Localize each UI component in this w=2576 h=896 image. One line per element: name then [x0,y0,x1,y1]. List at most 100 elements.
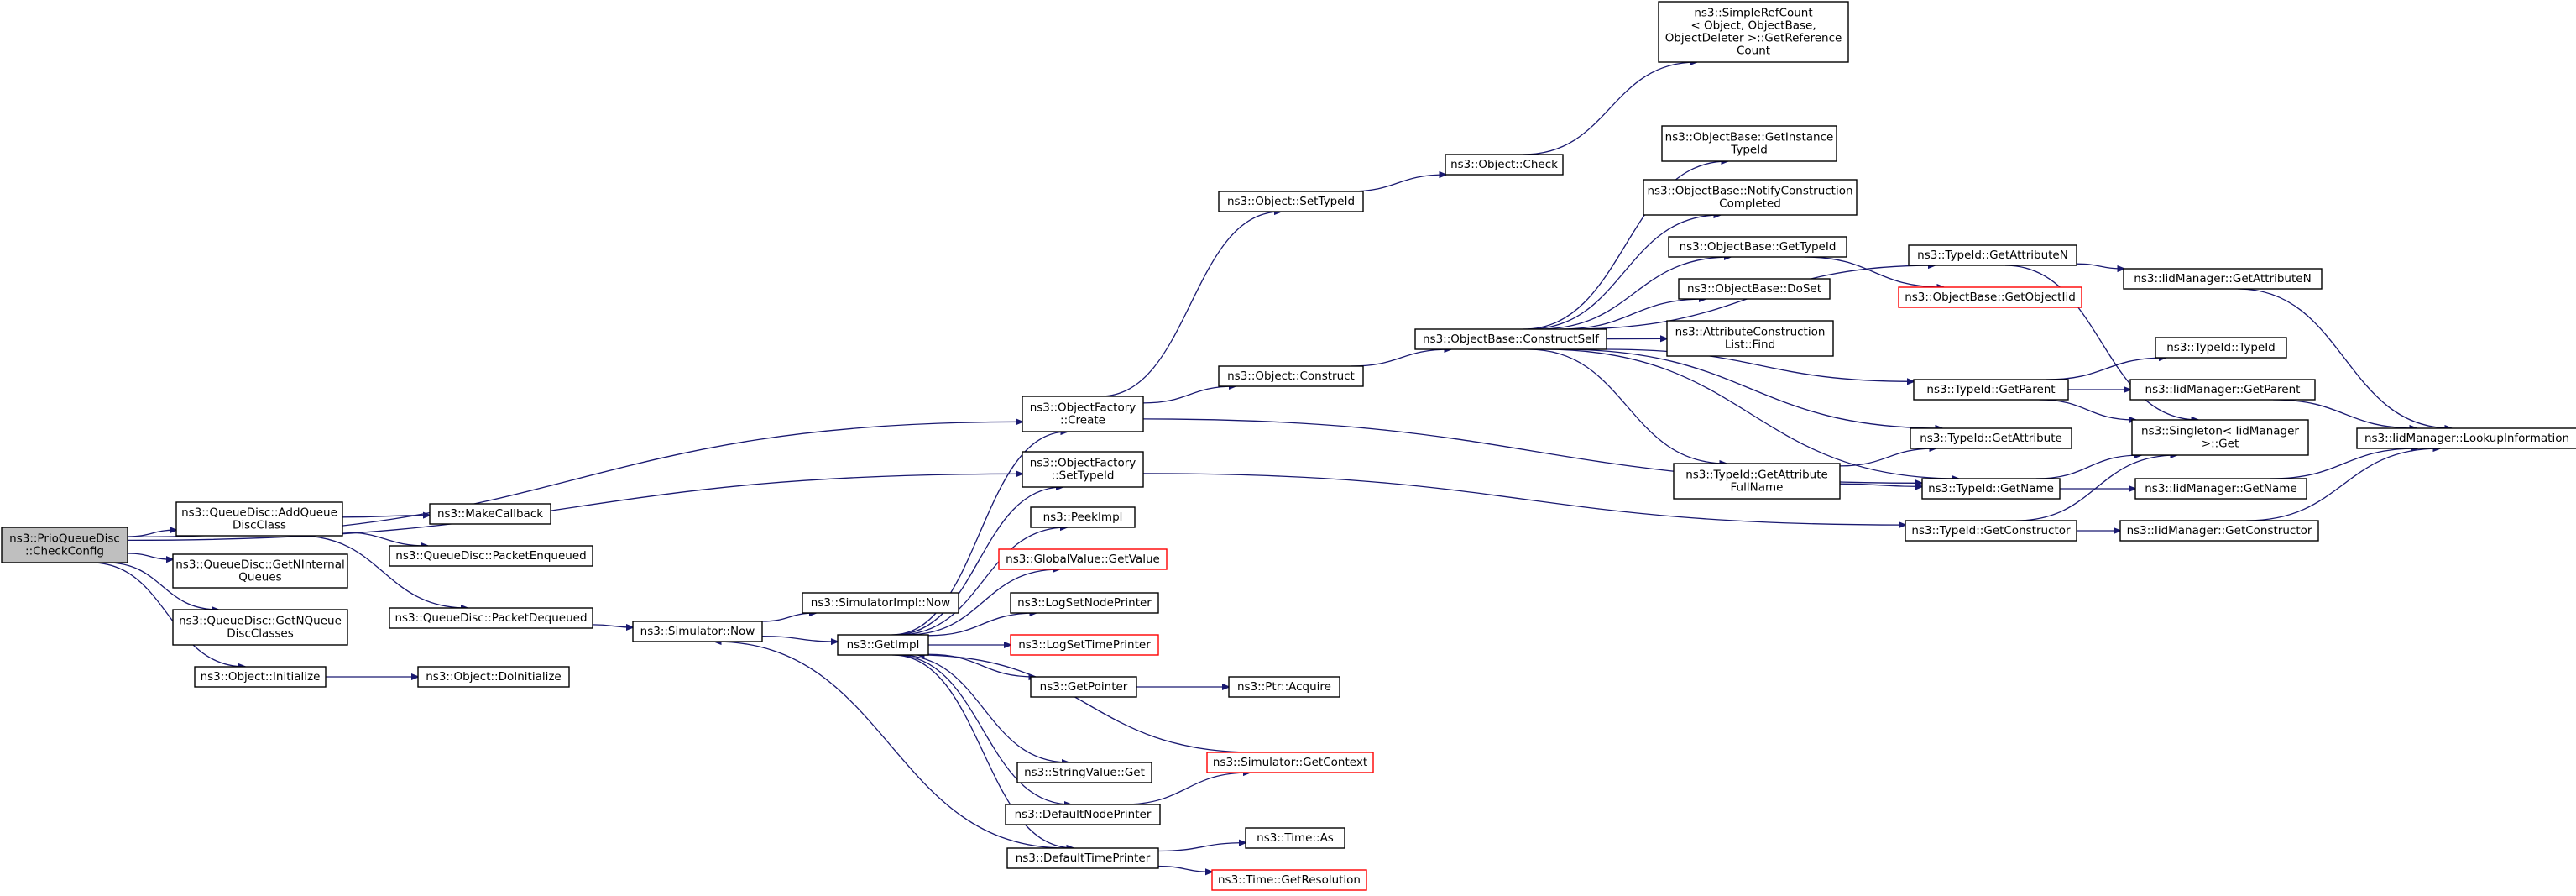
node-defaultNodePrinter[interactable]: ns3::DefaultNodePrinter [1005,804,1161,825]
node-constructSelf[interactable]: ns3::ObjectBase::ConstructSelf [1414,328,1607,350]
node-timeAs[interactable]: ns3::Time::As [1245,827,1345,849]
node-label: >::Get [2202,438,2239,451]
node-objectSetTypeId[interactable]: ns3::Object::SetTypeId [1218,191,1364,212]
node-box [1010,592,1159,614]
node-box [2131,419,2309,456]
node-label: ns3::Object::DoInitialize [426,670,562,684]
node-label: ns3::QueueDisc::GetNInternal [175,558,345,572]
node-typeIdGetAttributeN[interactable]: ns3::TypeId::GetAttributeN [1908,244,2077,266]
edge-constructSelf-to-getAttributeFullName [1528,348,1727,464]
node-label: ns3::Singleton< IidManager [2141,425,2299,438]
node-label: ns3::IidManager::GetConstructor [2127,524,2312,537]
node-ptrAcquire[interactable]: ns3::Ptr::Acquire [1228,676,1340,698]
node-label: TypeId [1730,144,1768,157]
node-typeIdTypeId[interactable]: ns3::TypeId::TypeId [2155,337,2287,359]
node-packetEnqueued[interactable]: ns3::QueueDisc::PacketEnqueued [389,545,593,567]
node-label: ns3::TypeId::TypeId [2166,341,2276,354]
node-typeIdGetConstructor[interactable]: ns3::TypeId::GetConstructor [1905,520,2077,542]
node-iidGetParent[interactable]: ns3::IidManager::GetParent [2129,379,2316,401]
node-label: ns3::LogSetTimePrinter [1018,638,1151,652]
node-box [1673,463,1841,500]
node-objectBaseDoSet[interactable]: ns3::ObjectBase::DoSet [1678,278,1831,300]
node-typeIdGetName[interactable]: ns3::TypeId::GetName [1921,478,2061,500]
node-box [1921,478,2061,500]
node-label: ns3::ObjectFactory [1030,401,1136,415]
node-defaultTimePrinter[interactable]: ns3::DefaultTimePrinter [1006,847,1159,869]
node-label: ns3::QueueDisc::AddQueue [181,506,337,520]
node-iidGetConstructor[interactable]: ns3::IidManager::GetConstructor [2119,520,2319,542]
edge-getImpl-to-stringValueGet [898,654,1069,762]
node-box [1668,236,1847,258]
node-box [1245,827,1345,849]
node-label: < Object, ObjectBase, [1690,19,1816,33]
node-timeGetResolution[interactable]: ns3::Time::GetResolution [1211,869,1367,891]
node-singletonGet[interactable]: ns3::Singleton< IidManager >::Get [2131,419,2309,456]
node-box [1022,451,1144,488]
node-label: ns3::IidManager::GetParent [2145,383,2301,396]
node-label: List::Find [1725,338,1775,352]
edge-constructSelf-to-typeIdGetName [1543,348,1959,479]
node-label: ns3::Ptr::Acquire [1237,680,1331,694]
node-getObjectIid[interactable]: ns3::ObjectBase::GetObjectIid [1898,286,2082,308]
node-simulatorImplNow[interactable]: ns3::SimulatorImpl::Now [802,592,959,614]
node-box [1022,396,1144,432]
edge-typeIdGetParent-to-typeIdTypeId [2046,358,2166,380]
node-label: ns3::QueueDisc::GetNQueue [179,615,342,628]
node-makeCallback[interactable]: ns3::MakeCallback [429,503,551,525]
node-box [632,621,763,642]
node-typeIdGetAttribute[interactable]: ns3::TypeId::GetAttribute [1910,427,2072,449]
edge-getAttributeFullName-to-typeIdGetName [1839,484,1922,486]
node-label: Completed [1719,197,1781,211]
node-simulatorGetContext[interactable]: ns3::Simulator::GetContext [1206,752,1374,773]
node-box [2134,478,2307,500]
node-getPointer[interactable]: ns3::GetPointer [1030,676,1137,698]
node-label: ns3::GetImpl [847,638,920,652]
node-box [172,609,348,646]
edge-objectSetTypeId-to-objectCheck [1349,175,1445,192]
node-root[interactable]: ns3::PrioQueueDisc::CheckConfig [1,527,128,563]
edge-addQueueDiscClass-to-packetDequeued [298,535,468,608]
node-label: ns3::Object::SetTypeId [1227,195,1355,208]
edge-typeIdGetAttributeN-to-singletonGet [2004,265,2198,420]
node-objectConstruct[interactable]: ns3::Object::Construct [1218,365,1364,387]
edge-simulatorNow-to-simulatorImplNow [761,613,816,622]
node-packetDequeued[interactable]: ns3::QueueDisc::PacketDequeued [389,607,593,629]
node-label: ns3::ObjectBase::GetInstance [1665,131,1834,144]
node-getImpl[interactable]: ns3::GetImpl [837,634,929,656]
node-label: ObjectDeleter >::GetReference [1665,32,1842,45]
node-objectInitialize[interactable]: ns3::Object::Initialize [194,666,327,688]
node-objectDoInitialize[interactable]: ns3::Object::DoInitialize [417,666,570,688]
node-objectBaseGetTypeId[interactable]: ns3::ObjectBase::GetTypeId [1668,236,1847,258]
node-simpleRefCount[interactable]: ns3::SimpleRefCount< Object, ObjectBase,… [1658,1,1849,63]
node-notifyConstructionCompleted[interactable]: ns3::ObjectBase::NotifyConstructionCompl… [1643,179,1858,216]
node-objectFactoryCreate[interactable]: ns3::ObjectFactory::Create [1022,396,1144,432]
node-label: ns3::Object::Initialize [201,670,321,684]
node-label: ::CheckConfig [25,545,104,558]
edge-simulatorNow-to-getImpl [761,635,838,642]
node-label: ::SetTypeId [1052,469,1115,483]
node-lookupInformation[interactable]: ns3::IidManager::LookupInformation [2356,427,2576,449]
node-objectFactorySetTypeId[interactable]: ns3::ObjectFactory::SetTypeId [1022,451,1144,488]
node-box [1910,427,2072,449]
node-box [429,503,551,525]
node-peekImpl[interactable]: ns3::PeekImpl [1030,506,1136,528]
node-label: ns3::Simulator::Now [640,625,755,638]
node-logSetNodePrinter[interactable]: ns3::LogSetNodePrinter [1010,592,1159,614]
node-objectCheck[interactable]: ns3::Object::Check [1445,154,1564,176]
node-stringValueGet[interactable]: ns3::StringValue::Get [1016,762,1152,783]
node-iidGetName[interactable]: ns3::IidManager::GetName [2134,478,2307,500]
node-iidGetAttributeN[interactable]: ns3::IidManager::GetAttributeN [2123,268,2323,290]
node-typeIdGetParent[interactable]: ns3::TypeId::GetParent [1913,379,2069,401]
node-simulatorNow[interactable]: ns3::Simulator::Now [632,621,763,642]
node-logSetTimePrinter[interactable]: ns3::LogSetTimePrinter [1010,634,1159,656]
edge-getImpl-to-objectFactoryCreate [891,432,1067,636]
edge-getImpl-to-defaultNodePrinter [895,654,1071,804]
edge-root-to-objectInitialize [91,562,245,667]
node-globalValueGetValue[interactable]: ns3::GlobalValue::GetValue [998,548,1168,570]
